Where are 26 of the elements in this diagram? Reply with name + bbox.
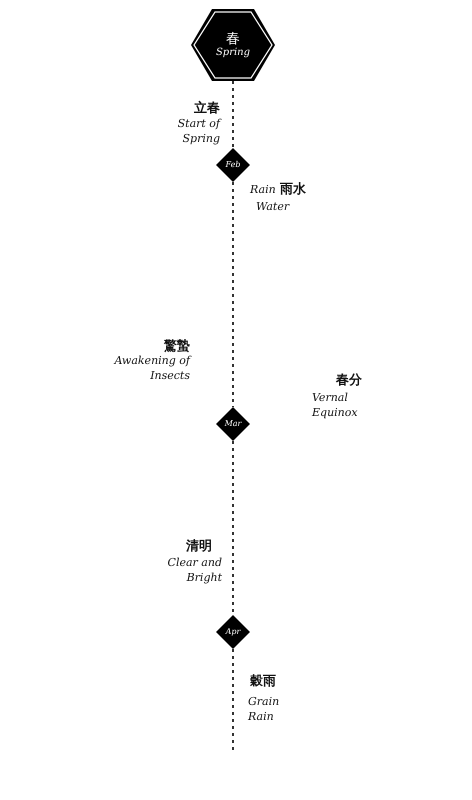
solar-term-translation: Awakening of Insects (112, 354, 190, 384)
hexagon-badge (191, 9, 275, 81)
solar-term-translation: Clear and Bright (166, 556, 222, 586)
dashed-line (232, 441, 234, 615)
solar-term-name: 立春 (194, 100, 220, 118)
solar-term-translation: Start of Spring (176, 117, 220, 147)
season-name: Spring (216, 47, 250, 58)
solar-term-name: 清明 (186, 538, 212, 556)
month-label: Mar (224, 420, 242, 428)
diamond-marker (216, 615, 250, 649)
solar-term-name: 穀雨 (250, 673, 276, 691)
dashed-line (232, 81, 234, 148)
solar-term-translation: Vernal Equinox (312, 391, 359, 421)
diamond-marker (216, 407, 250, 441)
solar-term-name: 雨水 (280, 181, 306, 199)
solar-term-translation: Grain Rain (248, 695, 280, 725)
solar-term-name: 春分 (336, 372, 362, 390)
season-character: 春 (226, 32, 240, 48)
dashed-line (232, 182, 234, 407)
solar-term-translation: Water (256, 200, 290, 215)
solar-term-name: 驚蟄 (164, 338, 190, 356)
month-label: Feb (226, 160, 240, 170)
dashed-line (232, 649, 234, 752)
solar-term-translation: Rain (250, 183, 276, 198)
month-label: Apr (226, 628, 240, 636)
diamond-marker (216, 148, 250, 182)
